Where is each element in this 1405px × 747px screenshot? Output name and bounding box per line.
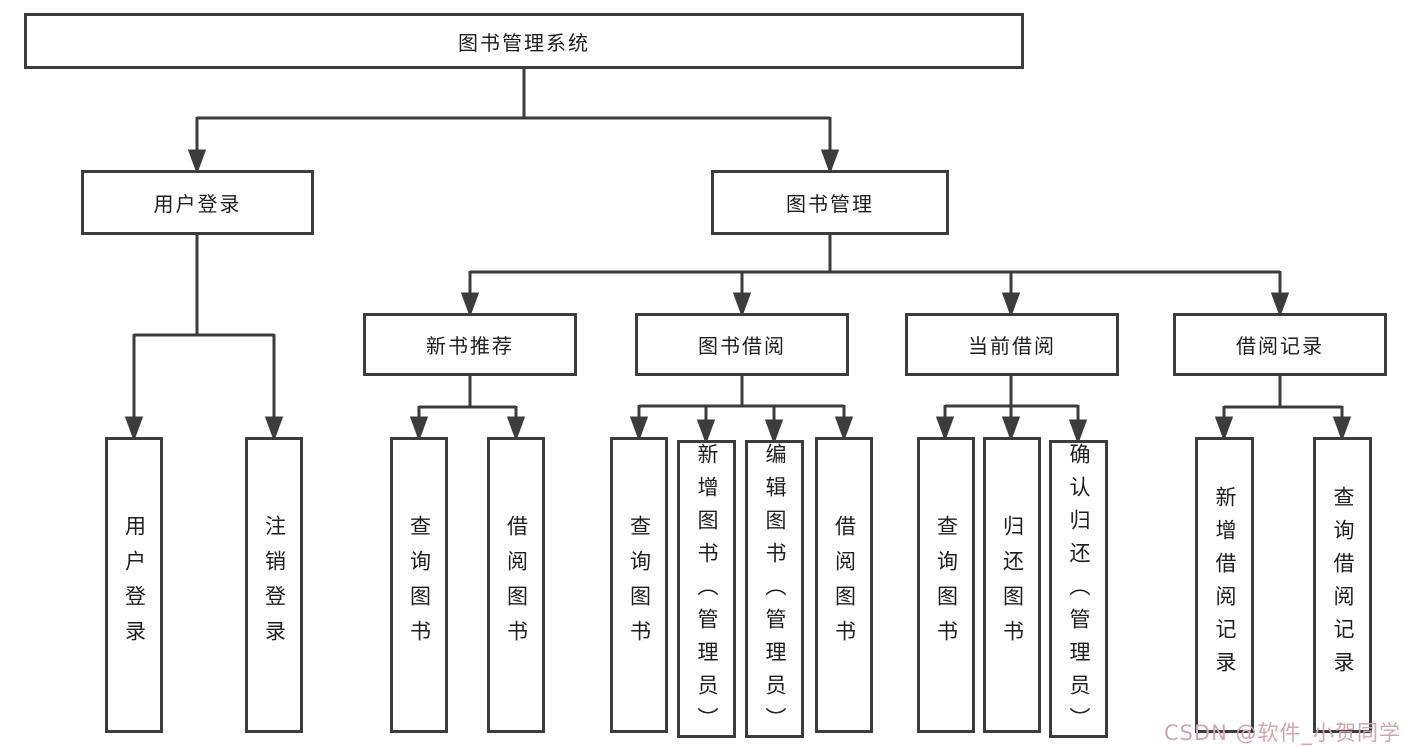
node-label: 注销登录 bbox=[262, 515, 287, 655]
node-book-borrowing: 图书借阅 bbox=[635, 313, 849, 376]
leaf-query-books-3: 查询图书 bbox=[917, 437, 975, 733]
node-label: 新增图书（管理员） bbox=[695, 443, 719, 740]
node-label: 查询图书 bbox=[407, 515, 432, 655]
node-borrowing-records: 借阅记录 bbox=[1173, 313, 1387, 376]
node-current-borrowing: 当前借阅 bbox=[905, 313, 1119, 376]
node-library-management-system: 图书管理系统 bbox=[24, 13, 1024, 69]
node-label: 查询图书 bbox=[934, 515, 959, 655]
node-label: 图书管理系统 bbox=[458, 30, 590, 55]
leaf-query-books-1: 查询图书 bbox=[390, 437, 448, 733]
connectors bbox=[124, 69, 1352, 445]
node-label: 图书借阅 bbox=[698, 334, 786, 358]
node-label: 图书管理 bbox=[786, 192, 874, 216]
node-label: 用户登录 bbox=[122, 515, 147, 655]
node-label: 新增借阅记录 bbox=[1213, 486, 1237, 684]
leaf-user-login: 用户登录 bbox=[105, 437, 163, 733]
node-label: 当前借阅 bbox=[968, 334, 1056, 358]
node-label: 用户登录 bbox=[153, 192, 242, 216]
leaf-query-books-2: 查询图书 bbox=[610, 437, 668, 733]
node-user-login: 用户登录 bbox=[81, 170, 314, 235]
leaf-add-books-admin: 新增图书（管理员） bbox=[677, 440, 736, 740]
node-label: 借阅图书 bbox=[832, 515, 857, 655]
node-label: 确认归还（管理员） bbox=[1067, 443, 1091, 740]
node-label: 归还图书 bbox=[1000, 515, 1025, 655]
leaf-logout: 注销登录 bbox=[245, 437, 303, 733]
node-label: 编辑图书（管理员） bbox=[763, 443, 787, 740]
node-label: 查询图书 bbox=[627, 515, 652, 655]
node-label: 借阅记录 bbox=[1236, 334, 1324, 358]
leaf-confirm-return-admin: 确认归还（管理员） bbox=[1049, 440, 1108, 740]
leaf-borrow-books-1: 借阅图书 bbox=[487, 437, 545, 733]
node-book-management: 图书管理 bbox=[711, 170, 949, 235]
node-label: 查询借阅记录 bbox=[1331, 486, 1355, 684]
node-label: 新书推荐 bbox=[426, 334, 514, 358]
leaf-add-borrow-record: 新增借阅记录 bbox=[1195, 437, 1254, 733]
node-new-book-recommendation: 新书推荐 bbox=[363, 313, 577, 376]
leaf-query-borrow-record: 查询借阅记录 bbox=[1313, 437, 1372, 733]
leaf-return-books: 归还图书 bbox=[983, 437, 1041, 733]
csdn-watermark: CSDN @软件_小贺同学 bbox=[1163, 721, 1401, 745]
node-label: 借阅图书 bbox=[504, 515, 529, 655]
leaf-edit-books-admin: 编辑图书（管理员） bbox=[745, 440, 804, 740]
leaf-borrow-books-2: 借阅图书 bbox=[815, 437, 873, 733]
